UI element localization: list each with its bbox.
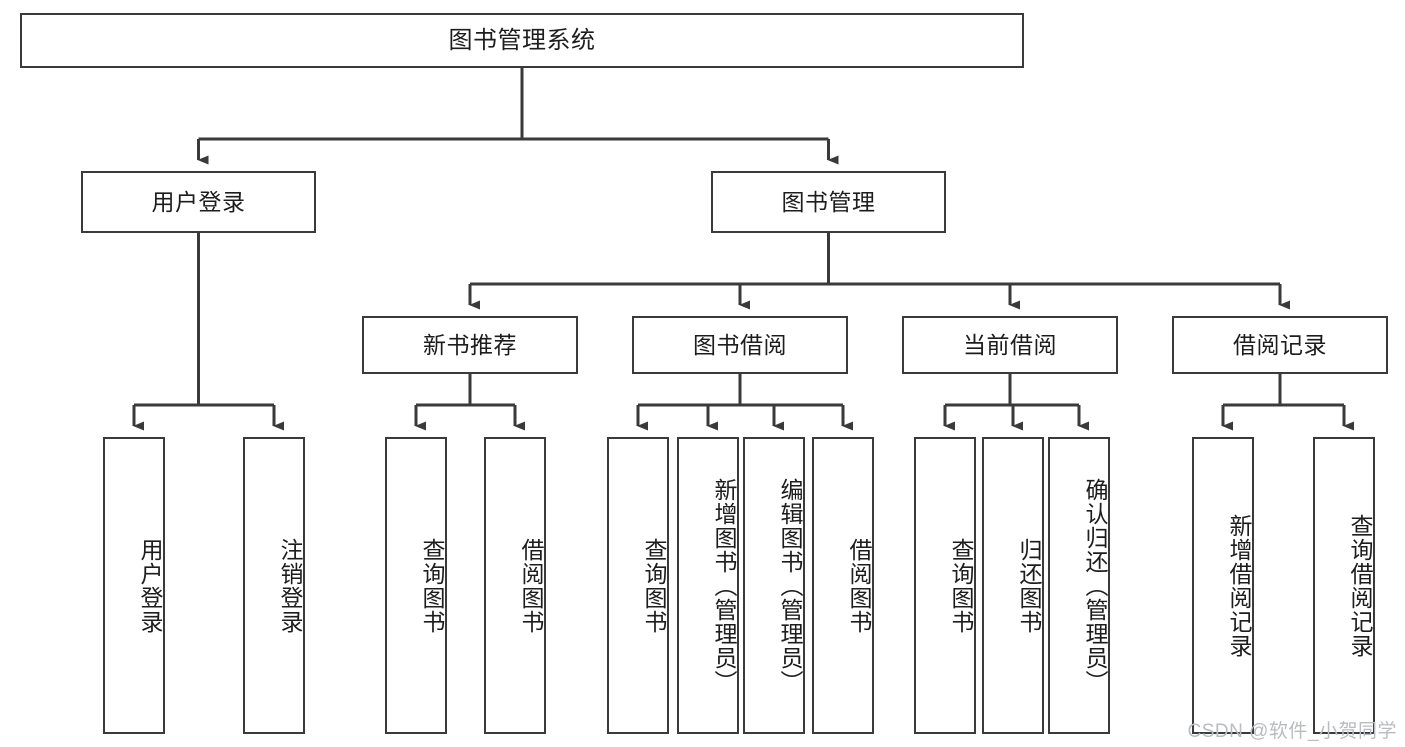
node-leaf-user-login[interactable]: 用户登录 bbox=[103, 437, 165, 734]
node-user-login[interactable]: 用户登录 bbox=[81, 171, 316, 233]
node-label: 用户登录 bbox=[151, 188, 246, 215]
node-current-borrow[interactable]: 当前借阅 bbox=[902, 316, 1118, 374]
node-label: 查询借阅记录 bbox=[1347, 513, 1373, 658]
watermark-label: CSDN @软件_小贺同学 bbox=[1187, 721, 1397, 742]
node-leaf-query-book-3[interactable]: 查询图书 bbox=[914, 437, 976, 734]
node-label: 查询图书 bbox=[419, 537, 445, 634]
node-label: 图书管理 bbox=[781, 188, 876, 215]
node-borrow-record[interactable]: 借阅记录 bbox=[1172, 316, 1388, 374]
node-leaf-return-book[interactable]: 归还图书 bbox=[982, 437, 1044, 734]
node-label: 用户登录 bbox=[137, 537, 163, 634]
node-leaf-logout[interactable]: 注销登录 bbox=[243, 437, 305, 734]
node-label: 借阅记录 bbox=[1233, 331, 1327, 358]
node-book-manage[interactable]: 图书管理 bbox=[711, 171, 946, 233]
node-label: 查询图书 bbox=[948, 537, 974, 634]
node-label: 归还图书 bbox=[1016, 537, 1042, 634]
node-label: 借阅图书 bbox=[518, 537, 544, 634]
node-label: 新书推荐 bbox=[423, 331, 517, 358]
node-leaf-borrow-book-1[interactable]: 借阅图书 bbox=[484, 437, 546, 734]
node-label: 注销登录 bbox=[277, 537, 303, 634]
node-leaf-edit-book[interactable]: 编辑图书（管理员） bbox=[743, 437, 805, 734]
node-leaf-add-book[interactable]: 新增图书（管理员） bbox=[677, 437, 739, 734]
node-label: 当前借阅 bbox=[963, 331, 1057, 358]
node-leaf-add-record[interactable]: 新增借阅记录 bbox=[1192, 437, 1254, 734]
node-label: 借阅图书 bbox=[846, 537, 872, 634]
node-label: 新增图书（管理员） bbox=[711, 477, 737, 694]
node-label: 图书管理系统 bbox=[448, 26, 596, 54]
node-leaf-confirm-return[interactable]: 确认归还（管理员） bbox=[1048, 437, 1110, 734]
node-root[interactable]: 图书管理系统 bbox=[20, 13, 1024, 68]
node-leaf-query-book-1[interactable]: 查询图书 bbox=[385, 437, 447, 734]
node-label: 确认归还（管理员） bbox=[1082, 477, 1108, 694]
node-leaf-query-book-2[interactable]: 查询图书 bbox=[607, 437, 669, 734]
node-label: 查询图书 bbox=[641, 537, 667, 634]
node-new-book-recommend[interactable]: 新书推荐 bbox=[362, 316, 578, 374]
node-leaf-borrow-book-2[interactable]: 借阅图书 bbox=[812, 437, 874, 734]
node-label: 图书借阅 bbox=[693, 331, 787, 358]
node-label: 新增借阅记录 bbox=[1226, 513, 1252, 658]
node-label: 编辑图书（管理员） bbox=[777, 477, 803, 694]
node-leaf-query-record[interactable]: 查询借阅记录 bbox=[1313, 437, 1375, 734]
node-book-borrow[interactable]: 图书借阅 bbox=[632, 316, 848, 374]
